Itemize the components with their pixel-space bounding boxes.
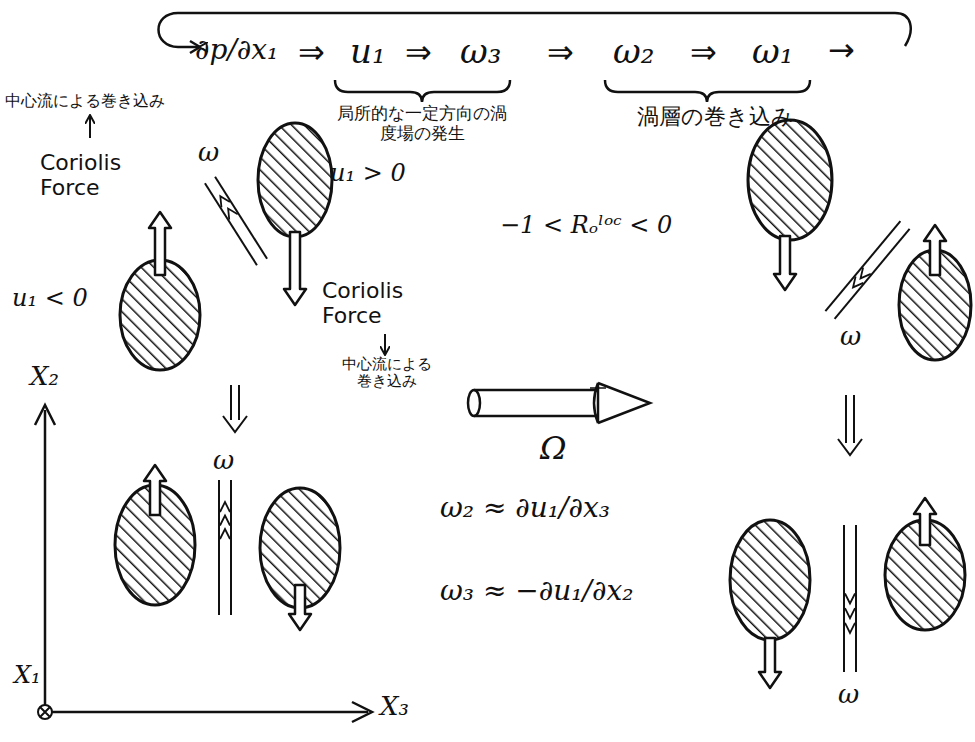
underbrace [605, 80, 810, 102]
equation: ω₃ ≈ −∂u₁/∂x₂ [440, 575, 633, 607]
vortex-sheet [855, 525, 857, 672]
vorticity-label: ω [198, 138, 219, 168]
sheet-chevron [853, 276, 863, 287]
sheet-chevron [845, 608, 855, 618]
axis-arrowhead [35, 405, 55, 425]
step-arrow [231, 385, 239, 420]
vortex-sheet [230, 480, 232, 615]
axis-line [44, 410, 47, 712]
step-arrow [846, 395, 854, 443]
vortex-blob [258, 123, 332, 237]
sheet-chevron [220, 502, 230, 512]
flow-arrow [914, 498, 936, 545]
rotation-arrow [590, 387, 606, 389]
vortex-sheet [205, 183, 257, 265]
vortex-sheet [825, 221, 900, 311]
vorticity-label: ω [838, 680, 859, 710]
rotation-arrow [594, 383, 598, 423]
axis-label: X₁ [14, 662, 41, 690]
axis-label: X₃ [380, 692, 409, 722]
sheet-chevron [228, 209, 238, 220]
formula-term: ω₁ [752, 32, 793, 71]
formula-term: ω₃ [460, 32, 501, 71]
annotation: 局所的な一定方向の渦度場の発生 [337, 104, 507, 143]
implies-sign: ⇒ [298, 34, 325, 71]
flow-arrow [774, 236, 796, 290]
formula-term: ω₂ [613, 32, 654, 71]
flow-arrow [289, 585, 311, 630]
axis-label: X₂ [30, 362, 59, 392]
annotation: 中心流による巻き込み [5, 92, 205, 110]
velocity-label: u₁ > 0 [330, 160, 406, 188]
step-arrow [223, 416, 247, 432]
formula-term: u₁ [350, 32, 386, 71]
axis-line [45, 711, 368, 714]
rotation-arrow [468, 390, 480, 416]
vortex-sheet [843, 525, 845, 672]
force-label: Coriolis Force [40, 150, 140, 201]
formula-term: ∂p/∂x₁ [195, 34, 278, 66]
vortex-blob [730, 520, 810, 640]
step-arrow [838, 439, 862, 455]
axis-into-page [40, 707, 50, 717]
rotation-arrow [474, 390, 598, 416]
flow-arrow [284, 232, 306, 305]
sheet-chevron [845, 623, 855, 633]
flow-arrow [759, 638, 781, 688]
small-arrow [89, 116, 91, 138]
sheet-chevron [220, 516, 230, 526]
annotation: 中心流による巻き込み [337, 356, 437, 391]
vortex-sheet [218, 480, 220, 615]
sheet-chevron [220, 529, 230, 539]
implies-sign: ⇒ [547, 34, 574, 71]
force-label: Coriolis Force [322, 278, 432, 329]
axis-arrowhead [352, 702, 372, 722]
rossby-range: −1 < Rₒˡᵒᶜ < 0 [500, 212, 672, 240]
arrow-sign: → [828, 32, 855, 69]
flow-arrow [924, 225, 946, 275]
implies-sign: ⇒ [405, 34, 432, 71]
axis-into-page [38, 705, 52, 719]
sheet-chevron [220, 196, 230, 207]
rotation-arrow [598, 383, 650, 423]
vortex-sheet [215, 177, 267, 259]
implies-sign: ⇒ [690, 34, 717, 71]
sheet-chevron [861, 267, 871, 278]
underbrace [335, 80, 510, 102]
vorticity-label: ω [213, 446, 234, 476]
rotation-label: Ω [540, 430, 567, 467]
vortex-blob [120, 260, 200, 370]
small-arrow [384, 334, 386, 354]
sheet-chevron [845, 594, 855, 604]
velocity-label: u₁ < 0 [12, 285, 88, 313]
equation: ω₂ ≈ ∂u₁/∂x₃ [440, 492, 610, 524]
annotation: 渦層の巻き込み [630, 104, 800, 129]
flow-arrow [144, 465, 166, 515]
vortex-sheet [835, 229, 910, 319]
flow-arrow [149, 212, 171, 275]
vortex-blob [748, 120, 832, 240]
vorticity-label: ω [840, 322, 861, 352]
